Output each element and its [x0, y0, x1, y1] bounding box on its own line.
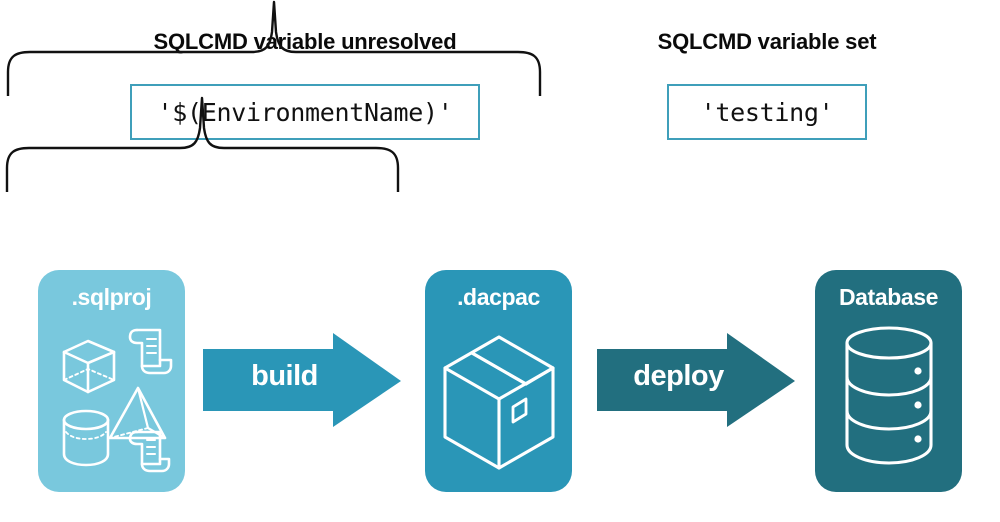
stage-box-dacpac: .dacpac	[425, 270, 572, 492]
arrow-build: build	[203, 333, 403, 429]
stage-box-sqlproj: .sqlproj	[38, 270, 185, 492]
code-box-environment-name: '$(EnvironmentName)'	[130, 84, 480, 140]
arrow-deploy: deploy	[597, 333, 797, 429]
stage-label-dacpac: .dacpac	[457, 284, 540, 310]
arrow-right-icon	[597, 333, 795, 427]
sql-project-shapes-icon	[62, 328, 173, 473]
group-title-set: SQLCMD variable set	[657, 29, 877, 54]
database-cylinder-icon	[845, 326, 933, 465]
code-box-testing: 'testing'	[667, 84, 867, 140]
stage-label-sqlproj: .sqlproj	[71, 284, 152, 310]
group-title-unresolved: SQLCMD variable unresolved	[153, 29, 457, 54]
stage-box-database: Database	[815, 270, 962, 492]
package-box-icon	[443, 335, 555, 470]
arrow-right-icon	[203, 333, 401, 427]
stage-label-database: Database	[838, 284, 939, 310]
